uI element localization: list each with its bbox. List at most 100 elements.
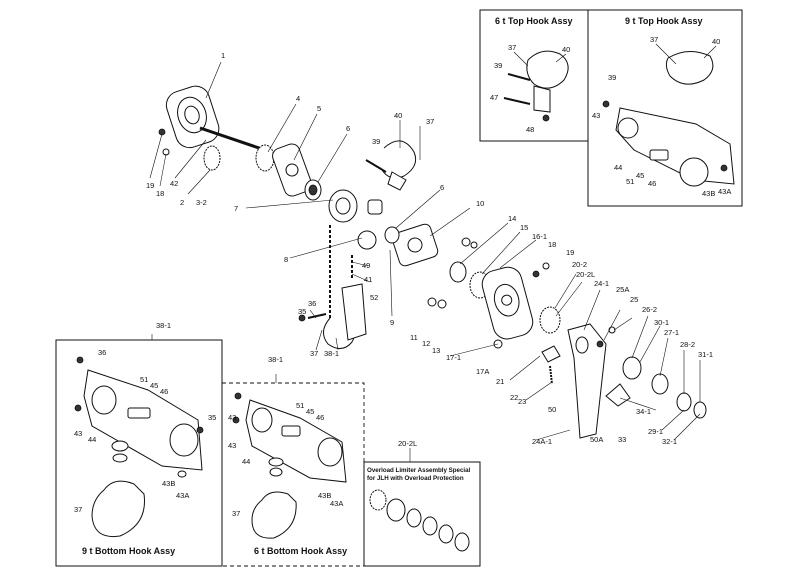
- callout: 17-1: [446, 353, 461, 362]
- callout: 40: [394, 111, 402, 120]
- callout: 33: [618, 435, 626, 444]
- callout: 25A: [616, 285, 629, 294]
- ring-32-1: [693, 401, 707, 419]
- callout: 6: [440, 183, 444, 192]
- callout: 14: [508, 214, 516, 223]
- top-6t-title: 6 t Top Hook Assy: [495, 16, 573, 26]
- callout: 37: [508, 43, 516, 52]
- callout: 19: [566, 248, 574, 257]
- callout: 44: [614, 163, 622, 172]
- callout: 46: [316, 413, 324, 422]
- callout: 46: [160, 387, 168, 396]
- chain-guide-8: [357, 230, 377, 250]
- overload-note-line1: Overload Limiter Assembly Special: [367, 467, 471, 474]
- callout: 38-1: [324, 349, 339, 358]
- callout: 43B: [702, 189, 715, 198]
- callout: 26-2: [642, 305, 657, 314]
- ring-28-2: [676, 392, 692, 412]
- bottom-9t-hook-drawing: [74, 356, 204, 538]
- bearing-6b: [384, 226, 400, 244]
- callout: 21: [496, 377, 504, 386]
- bottom-9t-frame: [55, 339, 223, 567]
- pawl-21: [541, 345, 561, 363]
- callout: 43A: [330, 499, 343, 508]
- callout: 49: [362, 261, 370, 270]
- callout: 23: [518, 397, 526, 406]
- top-9t-frame: [587, 9, 743, 207]
- callout: 22: [510, 393, 518, 402]
- callout: 37: [426, 117, 434, 126]
- plate-5: [272, 143, 312, 197]
- callout: 46: [648, 179, 656, 188]
- callout: 8: [284, 255, 288, 264]
- callout: 35: [208, 413, 216, 422]
- callouts-bottom-9t: 38-1 36 51 45 46 35 43 44 43B 43A 37: [74, 321, 216, 514]
- callout: 31-1: [698, 350, 713, 359]
- callout: 43: [228, 413, 236, 422]
- callout: 34-1: [636, 407, 651, 416]
- callout: 15: [520, 223, 528, 232]
- callout: 37: [232, 509, 240, 518]
- spring-22: [549, 365, 553, 385]
- load-sheave-7: [328, 189, 383, 223]
- callout: 35: [298, 307, 306, 316]
- callout: 45: [306, 407, 314, 416]
- overload-limiter-drawing: [369, 489, 470, 552]
- leader-lines: [149, 43, 717, 441]
- callout: 11: [410, 333, 418, 342]
- callout: 24A-1: [532, 437, 552, 446]
- ring-27-1: [651, 373, 669, 395]
- cover-plate-1: [165, 85, 220, 149]
- top-hook-main-40: [381, 140, 417, 179]
- disc-14: [449, 261, 467, 283]
- callout: 18: [156, 189, 164, 198]
- main-assembly-drawing: [158, 85, 707, 439]
- callout: 4: [296, 94, 300, 103]
- callout: 39: [608, 73, 616, 82]
- callout: 10: [476, 199, 484, 208]
- callout: 17A: [476, 367, 489, 376]
- callouts-bottom-6t: 38-1 43 51 45 46 43 44 43B 43A 37: [228, 355, 343, 518]
- callout: 51: [626, 177, 634, 186]
- callout: 37: [74, 505, 82, 514]
- gear-20-2: [539, 306, 561, 334]
- callout: 44: [242, 457, 250, 466]
- callout: 6: [346, 124, 350, 133]
- callout: 47: [490, 93, 498, 102]
- callouts-top-6t: 37 40 39 47 48: [490, 43, 570, 134]
- callout: 7: [234, 204, 238, 213]
- top-9t-hook-drawing: [602, 51, 735, 187]
- bottom-9t-title: 9 t Bottom Hook Assy: [82, 546, 175, 556]
- callout: 41: [364, 275, 372, 284]
- callout: 43B: [318, 491, 331, 500]
- ring-26-2: [622, 356, 642, 380]
- callouts-top-9t: 37 40 39 43 44 51 45 46 43B 43A: [592, 35, 731, 198]
- top-6t-hook: [526, 50, 569, 89]
- overload-frame: [363, 461, 481, 567]
- callout: 43A: [718, 187, 731, 196]
- callout: 37: [650, 35, 658, 44]
- callout: 12: [422, 339, 430, 348]
- callout: 20-2L: [576, 270, 595, 279]
- callout: 45: [150, 381, 158, 390]
- callout: 27-1: [664, 328, 679, 337]
- callout: 43B: [162, 479, 175, 488]
- callout: 1: [221, 51, 225, 60]
- callout: 43: [228, 441, 236, 450]
- tag-52: [341, 283, 367, 341]
- callout: 20-2: [572, 260, 587, 269]
- top-9t-title: 9 t Top Hook Assy: [625, 16, 703, 26]
- brake-cover-16-1: [481, 266, 534, 340]
- lever-33: [605, 383, 631, 407]
- top-9t-hook: [665, 51, 714, 85]
- callout: 38-1: [156, 321, 171, 330]
- handle-24a-1: [567, 323, 607, 439]
- callout: 36: [308, 299, 316, 308]
- callout: 5: [317, 104, 321, 113]
- callout: 3-2: [196, 198, 207, 207]
- load-chain: [329, 225, 353, 320]
- callout: 18: [548, 240, 556, 249]
- overload-note-line2: for JLH with Overload Protection: [367, 475, 464, 482]
- callout: 39: [494, 61, 502, 70]
- bottom-6t-title: 6 t Bottom Hook Assy: [254, 546, 347, 556]
